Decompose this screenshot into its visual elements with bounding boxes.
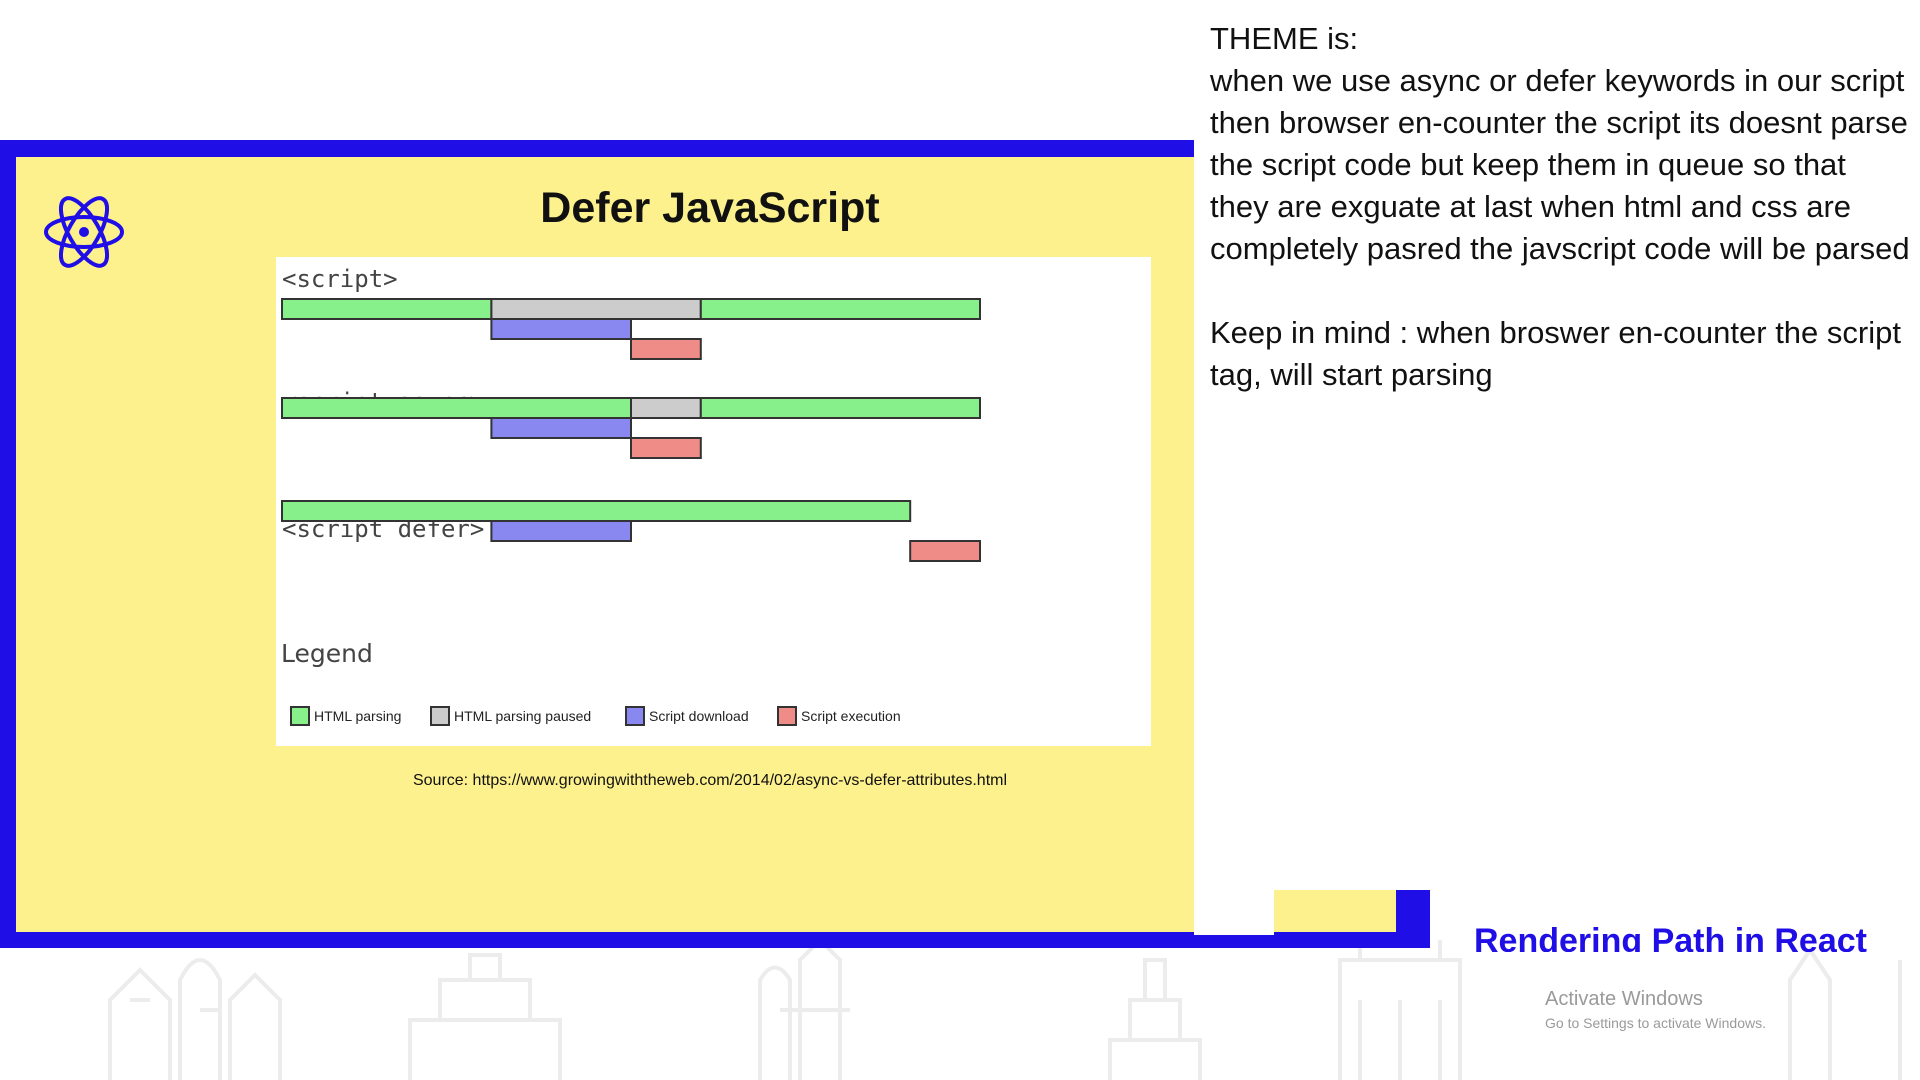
timeline-bar-html-parsing-paused	[630, 397, 702, 419]
notes-panel	[1194, 0, 1920, 890]
notes-body: when we use async or defer keywords in o…	[1210, 63, 1910, 266]
atom-logo-icon	[44, 196, 124, 268]
slide-title: Defer JavaScript	[540, 184, 880, 232]
script-loading-diagram: <script> <script async> <script defer> L…	[276, 257, 1151, 746]
legend-swatch	[290, 706, 310, 726]
slide-subtitle: Rendering Path in React	[1474, 922, 1867, 952]
notes-panel-extension	[1194, 890, 1274, 935]
legend-swatch	[430, 706, 450, 726]
timeline-bars	[281, 298, 982, 562]
legend-label: Script download	[649, 708, 749, 724]
skyline-background	[108, 940, 1902, 1080]
timeline-bar-html-parsing-paused	[490, 298, 702, 320]
notes-heading: THEME is:	[1210, 21, 1359, 56]
notes-text: THEME is: when we use async or defer key…	[1210, 18, 1910, 396]
timeline-bar-script-execution	[630, 437, 702, 459]
timeline-bar-script-download	[490, 520, 632, 542]
activate-windows-watermark: Activate Windows Go to Settings to activ…	[1545, 988, 1766, 1031]
watermark-subtitle: Go to Settings to activate Windows.	[1545, 1015, 1766, 1031]
row-label-script: <script>	[282, 265, 398, 293]
timeline-bar-html-parsing	[281, 298, 493, 320]
timeline-bar-script-download	[490, 318, 632, 340]
timeline-bar-script-execution	[909, 540, 982, 562]
legend-label: HTML parsing paused	[454, 708, 592, 724]
timeline-bar-script-execution	[630, 338, 702, 360]
legend-label: HTML parsing	[314, 708, 402, 724]
legend-label: Script execution	[801, 708, 901, 724]
legend-item-html-parsing: HTML parsing	[290, 704, 401, 728]
source-citation: Source: https://www.growingwiththeweb.co…	[412, 772, 1008, 789]
timeline-bar-html-parsing	[699, 397, 981, 419]
legend-item-script-execution: Script execution	[777, 704, 901, 728]
timeline-bar-html-parsing	[699, 298, 981, 320]
legend-swatch	[625, 706, 645, 726]
legend-item-html-parsing-paused: HTML parsing paused	[430, 704, 591, 728]
legend-title: Legend	[281, 639, 373, 668]
timeline-bar-html-parsing	[281, 500, 912, 522]
legend-swatch	[777, 706, 797, 726]
legend-item-script-download: Script download	[625, 704, 749, 728]
notes-reminder: Keep in mind : when broswer en-counter t…	[1210, 315, 1901, 392]
watermark-title: Activate Windows	[1545, 988, 1703, 1010]
timeline-bar-html-parsing	[281, 397, 632, 419]
timeline-bar-script-download	[490, 417, 632, 439]
